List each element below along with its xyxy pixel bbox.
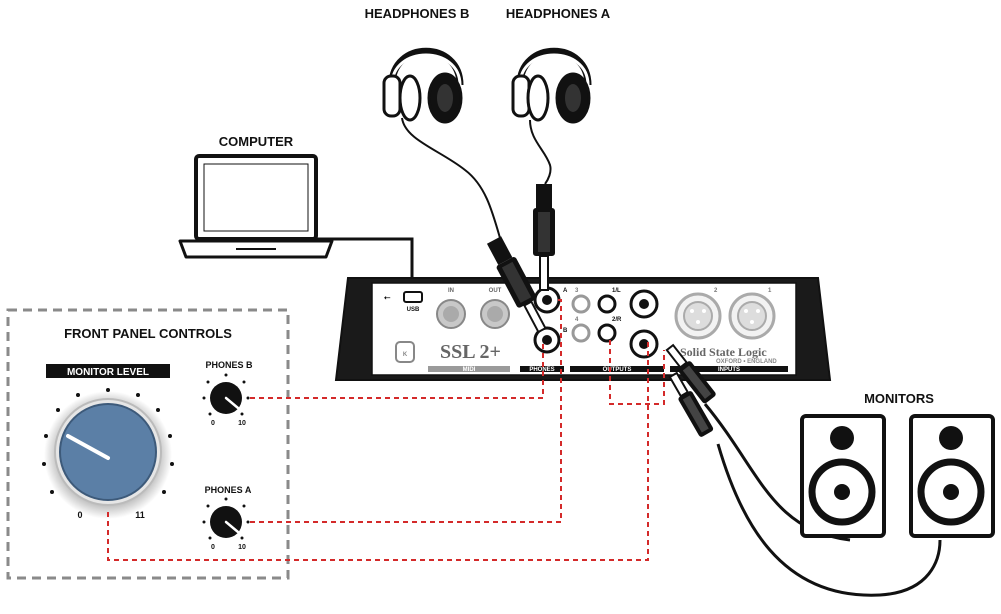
outputs-section-bar [570, 366, 664, 372]
output-4-label: 4 [575, 317, 579, 323]
laptop-icon [178, 154, 414, 292]
brand-name: Solid State Logic [680, 345, 767, 359]
input-1-label: 1 [768, 288, 772, 294]
output-3-label: 3 [575, 288, 579, 294]
midi-section-bar [428, 366, 510, 372]
brand-model: SSL 2+ [440, 341, 501, 363]
jack-b-label: B [563, 328, 568, 334]
midi-label: MIDI [463, 367, 476, 373]
monitor-plug-right [668, 371, 714, 437]
midi-out-port [480, 299, 510, 329]
monitor-right-icon [909, 414, 995, 538]
signal-lines [107, 299, 665, 561]
front-panel-label: FRONT PANEL CONTROLS [64, 326, 232, 341]
usb-label: USB [407, 307, 420, 313]
phones-b-min: 0 [211, 420, 215, 427]
output-1l-label: 1/L [612, 288, 621, 294]
phones-a-max: 10 [238, 544, 246, 551]
kensington-lock-icon [395, 341, 415, 363]
midi-in-port [436, 299, 466, 329]
output-1l-rca [597, 294, 617, 314]
signal-line-monitor-level [107, 340, 649, 561]
output-3-rca [571, 294, 591, 314]
headphones-a-label: HEADPHONES A [506, 6, 611, 21]
inputs-section-label: INPUTS [718, 367, 740, 373]
phones-b-knob [202, 373, 250, 416]
phones-section-label: PHONES [529, 367, 554, 373]
monitor-level-header [46, 364, 170, 378]
output-2r-trs [629, 329, 659, 359]
outputs-section-label: OUTPUTS [603, 367, 632, 373]
signal-line-phones-a [250, 299, 562, 523]
phones-jack-a [533, 286, 561, 314]
inputs-section-bar [670, 366, 788, 372]
phones-b-max: 10 [238, 420, 246, 427]
output-4-rca [571, 323, 591, 343]
output-2r-label: 2/R [612, 317, 622, 323]
headphones-b-plug [486, 236, 547, 334]
front-panel-box [6, 308, 290, 580]
phones-a-knob [202, 497, 250, 540]
input-2-label: 2 [714, 288, 718, 294]
phones-a-label: PHONES A [205, 485, 252, 495]
phones-jack-b [533, 326, 561, 354]
phones-section-bar [520, 366, 564, 372]
usb-port: ⭠ USB [384, 291, 423, 313]
headphones-a-icon [511, 47, 592, 185]
usb-symbol-icon: ⭠ [384, 293, 391, 302]
combo-input-2 [674, 292, 722, 340]
monitor-level-max: 11 [135, 510, 145, 520]
monitor-level-scale-dots [42, 388, 174, 494]
combo-input-1 [728, 292, 776, 340]
output-2r-rca [597, 323, 617, 343]
monitor-plug-left [665, 343, 716, 404]
midi-in-label: IN [448, 288, 454, 294]
monitor-level-min: 0 [77, 510, 82, 520]
jack-a-label: A [563, 288, 568, 294]
brand-sub: OXFORD • ENGLAND [716, 359, 777, 365]
signal-line-output-link [609, 340, 665, 405]
audio-interface: MIDI PHONES OUTPUTS INPUTS ⭠ USB IN OUT … [334, 277, 832, 381]
output-1l-trs [629, 289, 659, 319]
phones-a-min: 0 [211, 544, 215, 551]
signal-line-phones-b [250, 340, 544, 399]
phones-b-label: PHONES B [205, 360, 253, 370]
monitor-level-knob [44, 391, 172, 519]
svg-text:K: K [403, 352, 408, 358]
headphones-b-icon [382, 47, 501, 239]
headphones-b-label: HEADPHONES B [365, 6, 470, 21]
monitors-label: MONITORS [864, 391, 934, 406]
headphones-a-plug [533, 184, 555, 291]
monitor-level-label: MONITOR LEVEL [67, 367, 149, 378]
monitor-left-icon [800, 414, 886, 538]
computer-label: COMPUTER [219, 134, 294, 149]
midi-out-label: OUT [489, 288, 502, 294]
